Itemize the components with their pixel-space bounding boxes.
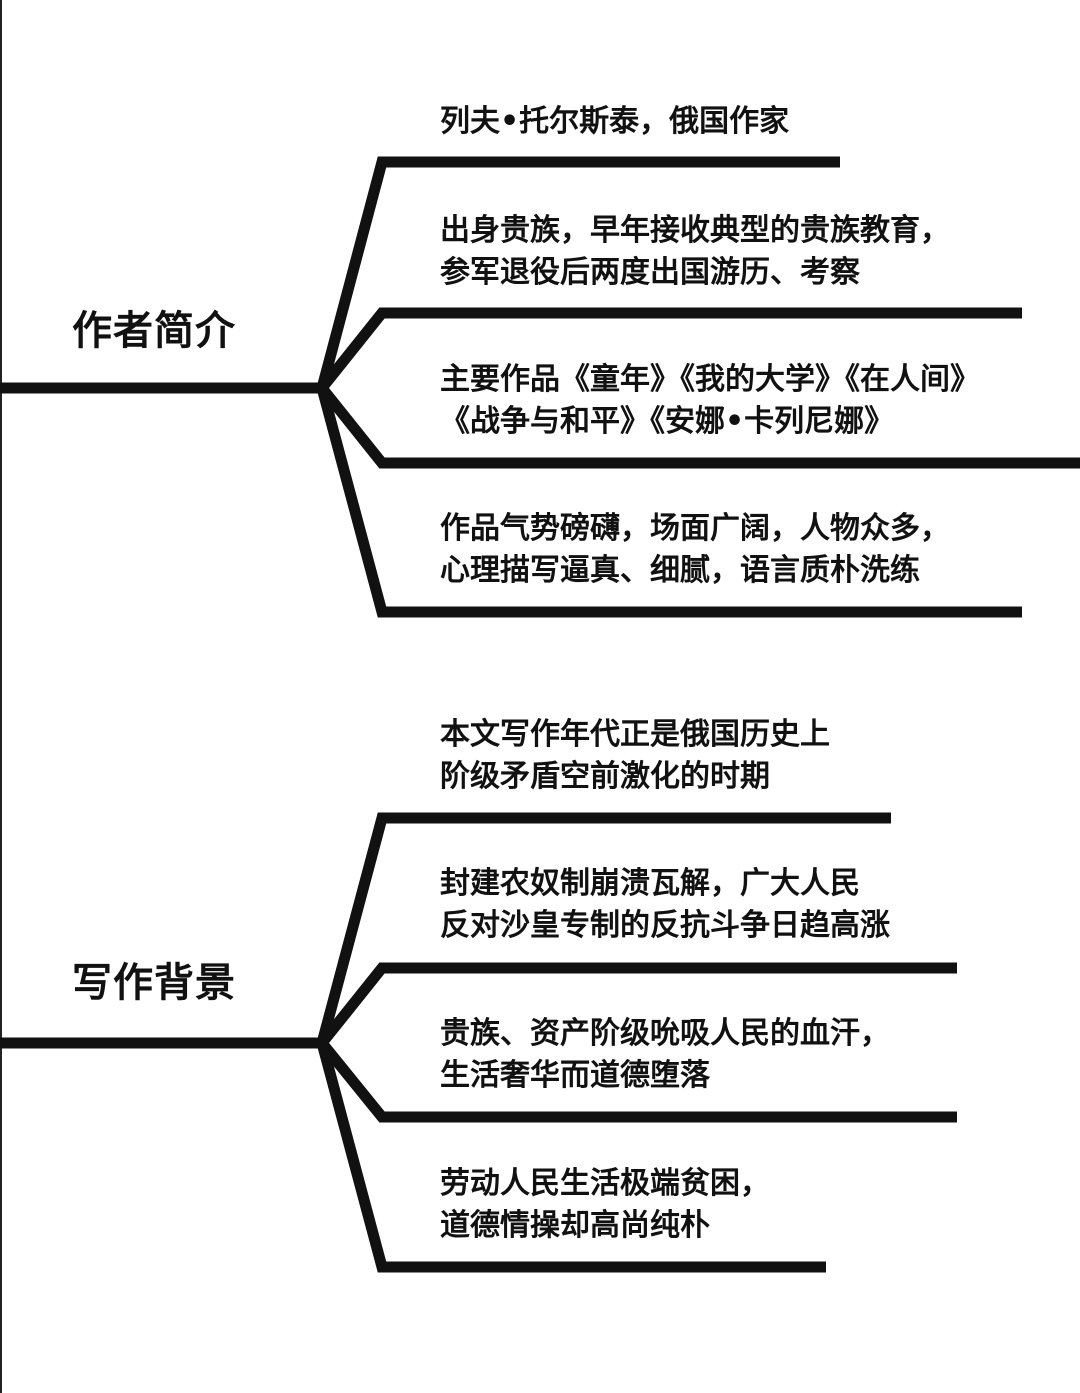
- branch-text-author-4: 作品气势磅礴，场面广阔，人物众多， 心理描写逼真、细腻，语言质朴洗练: [440, 508, 950, 592]
- branch-line-text: 主要作品《童年》《我的大学》《在人间》: [440, 362, 980, 397]
- branch-text-author-3: 主要作品《童年》《我的大学》《在人间》 《战争与和平》《安娜•卡列尼娜》: [440, 359, 980, 443]
- branch-text-background-4: 劳动人民生活极端贫困， 道德情操却高尚纯朴: [440, 1163, 770, 1247]
- branch-line-text: 作品气势磅礴，场面广阔，人物众多，: [440, 511, 950, 546]
- branch-line-text: 《战争与和平》《安娜•卡列尼娜》: [440, 404, 895, 439]
- branch-line-text: 本文写作年代正是俄国历史上: [440, 717, 830, 752]
- branch-line-text: 列夫•托尔斯泰，俄国作家: [440, 104, 790, 139]
- branch-line-author-3: [317, 384, 1080, 469]
- branch-line-text: 出身贵族，早年接收典型的贵族教育，: [440, 213, 950, 248]
- branch-line-author-1: [316, 156, 840, 390]
- branch-line-text: 参军退役后两度出国游历、考察: [440, 255, 860, 290]
- branch-line-background-3: [317, 1039, 957, 1123]
- branch-line-text: 生活奢华而道德堕落: [440, 1058, 710, 1093]
- branch-line-text: 道德情操却高尚纯朴: [440, 1208, 710, 1243]
- branch-line-background-2: [317, 962, 957, 1047]
- branch-line-background-1: [316, 812, 891, 1045]
- branch-line-background-4: [316, 1041, 826, 1273]
- branch-text-background-1: 本文写作年代正是俄国历史上 阶级矛盾空前激化的时期: [440, 714, 830, 798]
- branch-text-background-3: 贵族、资产阶级吮吸人民的血汗， 生活奢华而道德堕落: [440, 1013, 890, 1097]
- left-border: [0, 0, 2, 1393]
- section-title-author: 作者简介: [72, 308, 236, 354]
- branch-line-text: 反对沙皇专制的反抗斗争日趋高涨: [440, 908, 890, 943]
- branch-text-author-2: 出身贵族，早年接收典型的贵族教育， 参军退役后两度出国游历、考察: [440, 210, 950, 294]
- section-title-background: 写作背景: [72, 960, 236, 1006]
- branch-line-text: 心理描写逼真、细腻，语言质朴洗练: [440, 553, 920, 588]
- branch-line-text: 贵族、资产阶级吮吸人民的血汗，: [440, 1016, 890, 1051]
- branch-line-author-4: [316, 386, 1022, 618]
- branch-text-background-2: 封建农奴制崩溃瓦解，广大人民 反对沙皇专制的反抗斗争日趋高涨: [440, 863, 890, 947]
- branch-line-text: 封建农奴制崩溃瓦解，广大人民: [440, 866, 860, 901]
- branch-line-text: 阶级矛盾空前激化的时期: [440, 759, 770, 794]
- branch-text-author-1: 列夫•托尔斯泰，俄国作家: [440, 101, 789, 143]
- branch-line-author-2: [317, 307, 1022, 392]
- branch-line-text: 劳动人民生活极端贫困，: [440, 1166, 770, 1201]
